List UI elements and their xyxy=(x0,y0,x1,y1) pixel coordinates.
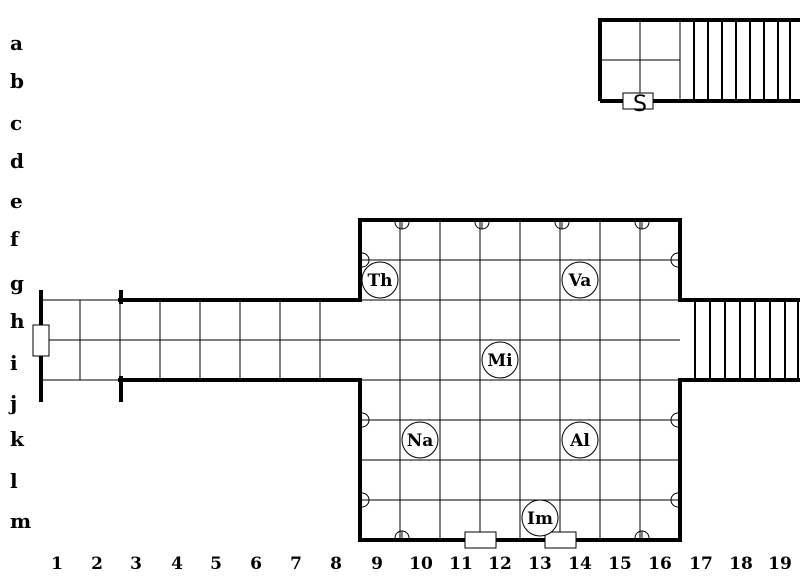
column-label-12: 12 xyxy=(488,554,512,574)
token-mi[interactable]: Mi xyxy=(481,341,519,379)
sconce-icon xyxy=(554,221,570,230)
token-label: Im xyxy=(527,509,553,529)
door-icon xyxy=(544,531,577,549)
main-hall-grid xyxy=(360,220,680,540)
row-label-i: i xyxy=(10,351,18,375)
token-label: Va xyxy=(568,271,592,291)
column-label-1: 1 xyxy=(51,554,63,574)
tokens: Th Va Mi Na Al Im xyxy=(361,261,599,537)
token-label: Na xyxy=(407,431,434,451)
row-label-k: k xyxy=(10,427,25,451)
column-label-6: 6 xyxy=(250,554,262,574)
sconce-icon xyxy=(394,221,410,230)
sconce-icon xyxy=(670,252,679,268)
column-label-14: 14 xyxy=(568,554,592,574)
sconce-icon xyxy=(361,252,370,268)
column-label-5: 5 xyxy=(210,554,222,574)
sconce-icon xyxy=(670,412,679,428)
token-al[interactable]: Al xyxy=(561,421,599,459)
column-label-11: 11 xyxy=(449,554,473,574)
column-label-4: 4 xyxy=(171,554,183,574)
row-label-h: h xyxy=(10,309,25,333)
stair-room: S xyxy=(598,18,800,117)
row-label-g: g xyxy=(10,271,24,295)
column-label-2: 2 xyxy=(91,554,103,574)
corridor-grid xyxy=(40,299,360,381)
right-stairs-icon xyxy=(694,300,799,380)
row-label-l: l xyxy=(10,469,18,493)
column-label-15: 15 xyxy=(608,554,632,574)
door-icon xyxy=(32,324,50,357)
row-labels: a b c d e f g h i j k l m xyxy=(8,31,31,533)
sconce-icon xyxy=(634,530,650,539)
token-va[interactable]: Va xyxy=(561,261,599,299)
token-label: Al xyxy=(569,431,590,451)
token-th[interactable]: Th xyxy=(361,261,399,299)
row-label-a: a xyxy=(10,31,23,55)
row-label-m: m xyxy=(10,509,31,533)
sconce-icon xyxy=(670,492,679,508)
column-label-10: 10 xyxy=(409,554,433,574)
column-label-18: 18 xyxy=(729,554,753,574)
sconce-icon xyxy=(394,530,410,539)
row-label-j: j xyxy=(8,391,17,415)
row-label-e: e xyxy=(10,189,23,213)
row-label-c: c xyxy=(10,111,22,135)
wall-sconces xyxy=(361,221,679,539)
sconce-icon xyxy=(474,221,490,230)
column-label-13: 13 xyxy=(528,554,552,574)
token-na[interactable]: Na xyxy=(401,421,439,459)
stairs-icon xyxy=(693,20,791,101)
column-label-3: 3 xyxy=(130,554,142,574)
token-label: Mi xyxy=(487,351,513,371)
token-im[interactable]: Im xyxy=(521,499,559,537)
column-labels: 1 2 3 4 5 6 7 8 9 10 11 12 13 14 15 16 1… xyxy=(51,554,792,574)
column-label-19: 19 xyxy=(768,554,792,574)
stair-marker-label: S xyxy=(633,92,647,117)
token-label: Th xyxy=(367,271,392,291)
doors xyxy=(32,324,577,549)
column-label-8: 8 xyxy=(330,554,342,574)
sconce-icon xyxy=(361,412,370,428)
column-label-16: 16 xyxy=(648,554,672,574)
column-label-9: 9 xyxy=(371,554,383,574)
row-label-f: f xyxy=(10,227,20,251)
column-label-17: 17 xyxy=(689,554,713,574)
column-label-7: 7 xyxy=(290,554,302,574)
row-label-d: d xyxy=(10,149,24,173)
sconce-icon xyxy=(361,492,370,508)
door-icon xyxy=(464,531,497,549)
sconce-icon xyxy=(634,221,650,230)
door-icon xyxy=(622,92,654,110)
row-label-b: b xyxy=(10,69,24,93)
